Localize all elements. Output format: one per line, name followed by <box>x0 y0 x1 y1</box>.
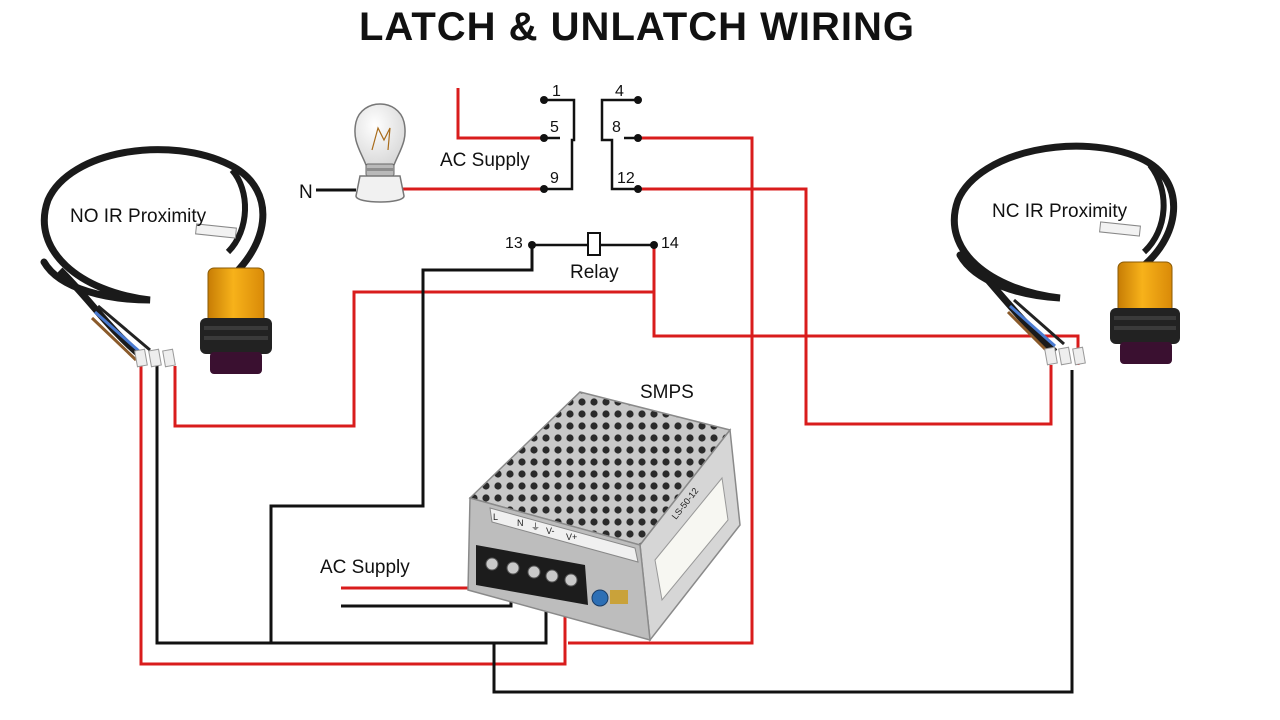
no-ir-proximity-label: NO IR Proximity <box>70 206 207 227</box>
pin-label-14: 14 <box>661 235 679 252</box>
wire-ac-supply-to-pin5 <box>456 88 541 140</box>
relay-terminal-13 <box>528 241 536 249</box>
neutral-label: N <box>299 182 313 203</box>
nc-ir-proximity-sensor-icon <box>950 142 1180 366</box>
relay-terminal-14 <box>650 241 658 249</box>
wire-pin14-to-nc-sensor <box>652 245 1080 365</box>
relay-terminal-4 <box>634 96 642 104</box>
pin-label-13: 13 <box>505 235 523 252</box>
relay-terminal-12 <box>634 185 642 193</box>
pin-label-12: 12 <box>617 170 635 187</box>
diagram-title: LATCH & UNLATCH WIRING <box>359 5 915 49</box>
pin-label-5: 5 <box>550 119 559 136</box>
nc-ir-proximity-label: NC IR Proximity <box>992 201 1128 222</box>
pin-label-9: 9 <box>550 170 559 187</box>
relay-label: Relay <box>570 262 619 283</box>
relay-terminal-9 <box>540 185 548 193</box>
lamp-icon <box>354 103 406 203</box>
wires <box>139 88 1080 694</box>
wire-nc-sensor-ground <box>492 370 1074 694</box>
relay-pole-right <box>600 98 638 191</box>
relay-terminal-8 <box>634 134 642 142</box>
relay: 1 4 5 8 9 12 13 14 Relay <box>505 83 679 283</box>
wire-no-sensor-positive <box>139 366 567 666</box>
relay-terminal-1 <box>540 96 548 104</box>
wire-pin13-to-smps <box>269 245 534 643</box>
wire-pin14-to-no-sensor <box>173 290 654 428</box>
smps-terminal-ground: ⏚ <box>531 522 540 532</box>
relay-terminal-5 <box>540 134 548 142</box>
smps-terminal-n: N <box>517 518 524 528</box>
pin-label-8: 8 <box>612 119 621 136</box>
relay-pole-left <box>544 98 576 191</box>
wire-pin8-to-smps <box>568 136 754 645</box>
smps-terminal-v-plus: V+ <box>566 532 577 542</box>
wire-pin12-to-nc-sensor <box>641 187 1053 426</box>
pin-label-4: 4 <box>615 83 624 100</box>
pin-label-1: 1 <box>552 83 561 100</box>
smps-terminal-v-minus: V- <box>546 526 555 536</box>
ac-supply-top-label: AC Supply <box>440 150 530 171</box>
wire-no-sensor-ground <box>155 366 548 645</box>
relay-coil <box>587 232 601 256</box>
ac-supply-bottom-label: AC Supply <box>320 557 410 578</box>
smps-label: SMPS <box>640 382 694 403</box>
smps-terminal-l: L <box>493 512 498 522</box>
no-ir-proximity-sensor-icon <box>40 146 272 374</box>
smps-unit-icon <box>467 391 741 642</box>
